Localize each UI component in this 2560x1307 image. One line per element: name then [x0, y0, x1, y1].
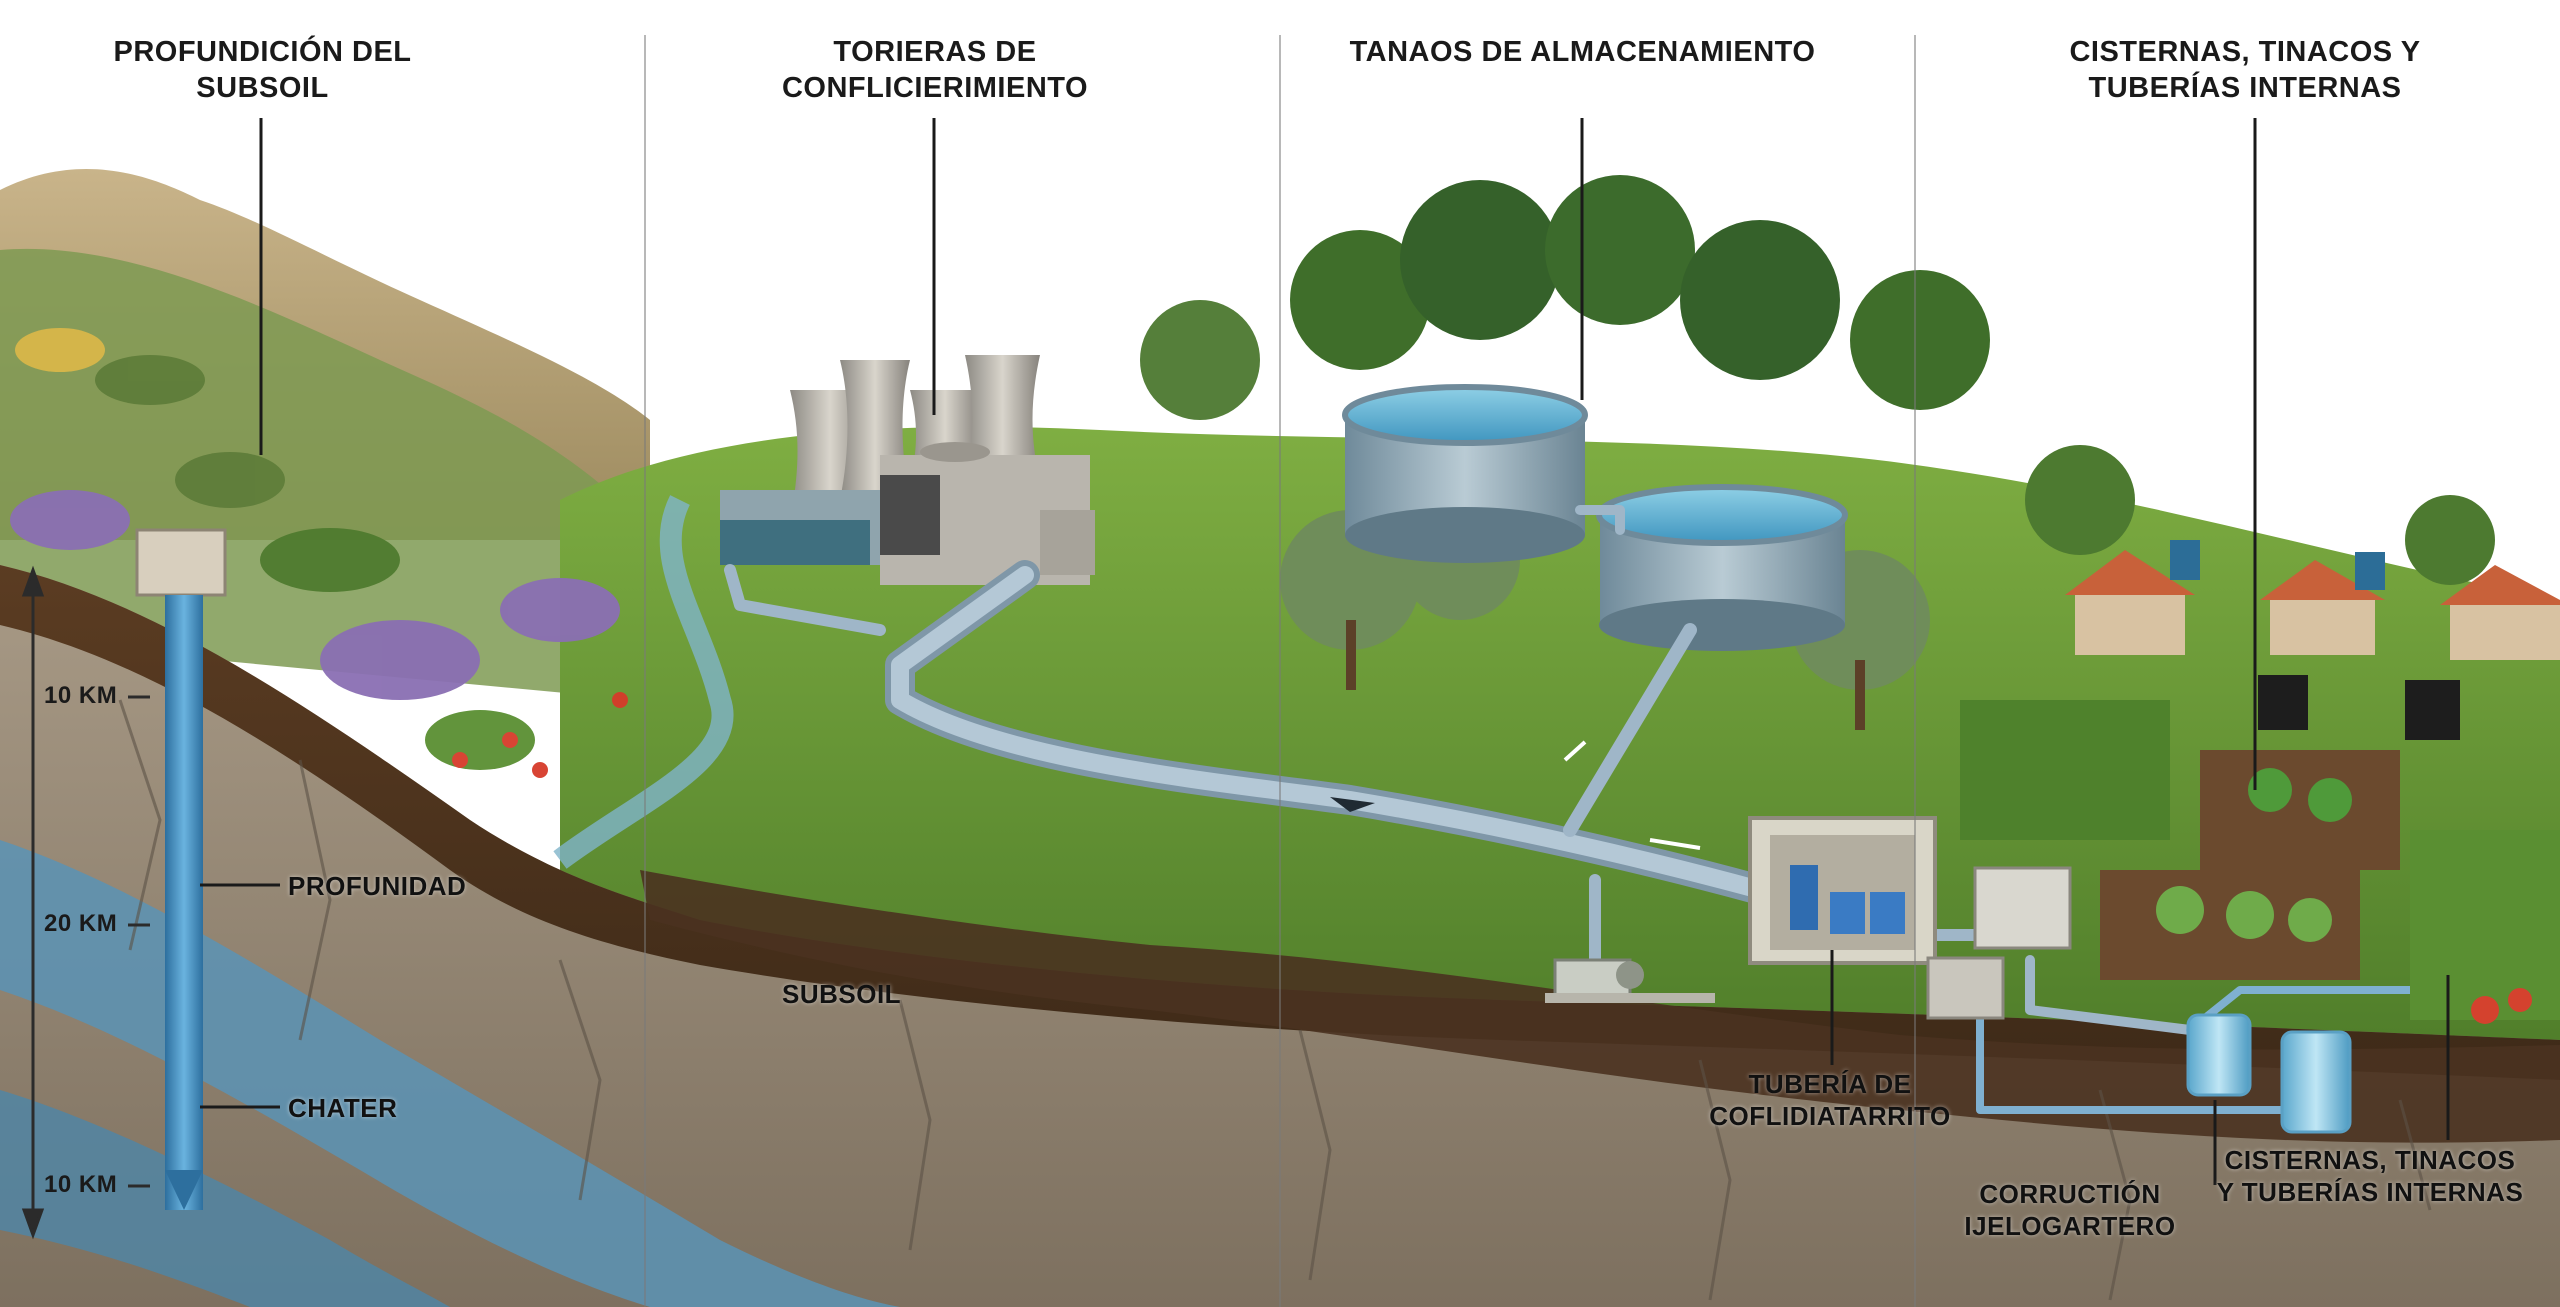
soil-upper: [640, 870, 2560, 1143]
callout-pipe-line2: COFLIDIATARRITO: [1709, 1101, 1951, 1131]
header-storage-tanks: TANAOS DE ALMACENAMIENTO: [1340, 34, 1825, 70]
callout-cisterns-line2: Y TUBERÍAS INTERNAS: [2216, 1177, 2524, 1207]
section-dividers: [644, 35, 1916, 1307]
callout-cisterns: CISTERNAS, TINACOS Y TUBERÍAS INTERNAS: [2205, 1144, 2535, 1208]
header-cisterns-line2: TUBERÍAS INTERNAS: [2088, 72, 2402, 104]
depth-tick-3: 10 km: [44, 1171, 118, 1198]
garden-beds: [1960, 700, 2560, 1024]
callout-corruction-line1: CORRUCTIÓN: [1979, 1179, 2161, 1209]
aquifer-band-2: [0, 1090, 450, 1307]
header-cisterns-line1: CISTERNAS, TINACOS Y: [2069, 36, 2421, 68]
header-subsoil-depth-line2: SUBSOIL: [196, 72, 329, 104]
storage-tanks: [1342, 384, 1848, 651]
rock-layer: [0, 565, 2560, 1307]
cooling-towers: [720, 355, 1095, 585]
stream: [553, 495, 734, 869]
filter-units: [1926, 866, 2072, 1020]
header-subsoil-depth-line1: PROFUNDICIÓN DEL: [113, 36, 412, 68]
pump-station: [1545, 816, 1937, 1003]
header-storage-tanks-line1: TANAOS DE ALMACENAMIENTO: [1349, 36, 1816, 68]
callout-chater: CHATER: [288, 1093, 398, 1123]
header-cooling-towers-line2: CONFLICIERIMIENTO: [781, 72, 1089, 104]
cisterns: [2186, 1013, 2352, 1134]
callout-cisterns-line1: CISTERNAS, TINACOS: [2224, 1145, 2516, 1175]
shrubs: [10, 328, 628, 778]
depth-tick-1: 10 km: [44, 682, 118, 709]
header-cooling-towers-line1: TORIERAS DE: [833, 36, 1037, 68]
leader-lines: [200, 118, 2450, 1185]
flow-arrows: [1330, 740, 1701, 850]
header-subsoil-depth: PROFUNDICIÓN DEL SUBSOIL: [100, 34, 425, 106]
soil-band: [0, 565, 2560, 1080]
callout-pipe-line1: TUBERÍA DE: [1748, 1069, 1912, 1099]
callout-corruction: CORRUCTIÓN IJELOGARTERO: [1940, 1178, 2200, 1242]
header-cisterns: CISTERNAS, TINACOS Y TUBERÍAS INTERNAS: [2060, 34, 2430, 106]
callout-corruction-line2: IJELOGARTERO: [1964, 1211, 2176, 1241]
callout-profundidad: PROFUNIDAD: [288, 871, 467, 901]
well: [135, 528, 227, 1210]
houses: [2065, 540, 2560, 740]
depth-axis: [21, 565, 150, 1240]
callout-subsoil: SUBSOIL: [782, 979, 902, 1009]
aquifer-band: [0, 840, 900, 1307]
callout-pipe: TUBERÍA DE COFLIDIATARRITO: [1640, 1068, 2020, 1132]
depth-tick-2: 20 km: [44, 910, 118, 937]
header-cooling-towers: TORIERAS DE CONFLICIERIMIENTO: [765, 34, 1105, 106]
